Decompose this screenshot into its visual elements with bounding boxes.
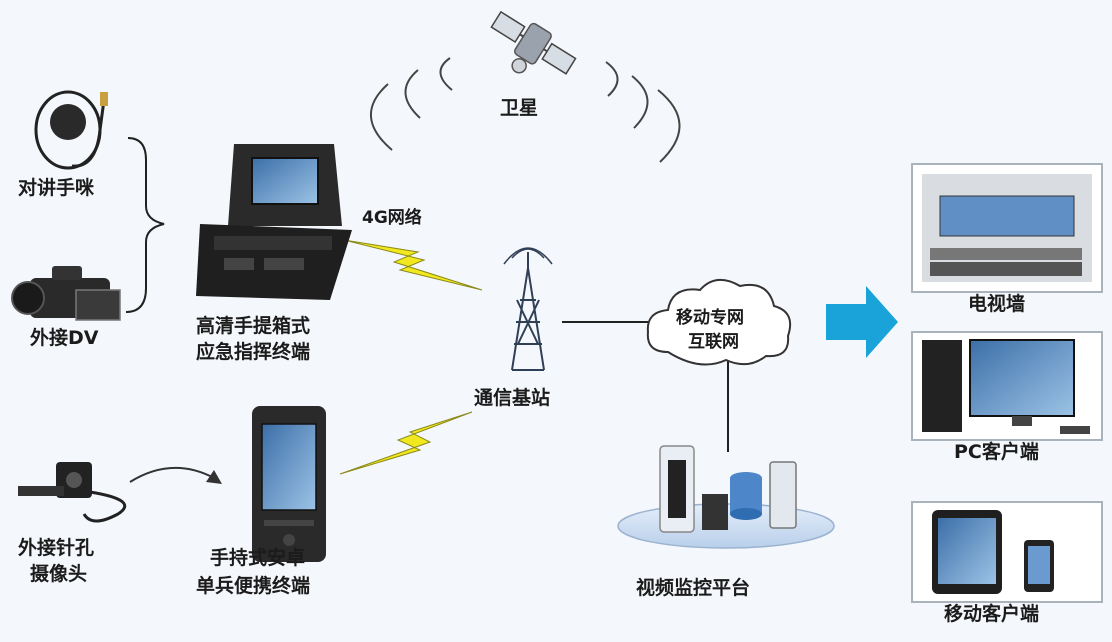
satellite-icon [490,10,577,75]
satellite-signal-waves [370,57,681,163]
satellite-label: 卫星 [500,97,539,119]
network-cloud [646,279,792,366]
pinhole-camera-icon [18,462,126,523]
mobile-client-icon [911,501,1103,603]
base-station-tower-icon [503,247,553,371]
pc-client-label: PC客户端 [954,441,1039,463]
handheld-terminal-icon [252,406,326,562]
lightning-handheld-icon [339,411,473,475]
pinhole-label-line2: 摄像头 [30,563,88,585]
lightning-4g-icon [343,239,483,291]
handheld-label-line2: 单兵便携终端 [196,575,311,597]
pinhole-to-handheld-arrow [129,467,222,484]
case-terminal-label-line2: 应急指挥终端 [196,341,311,363]
base-station-label: 通信基站 [474,387,551,409]
pc-client-icon [911,331,1103,441]
blue-output-arrow [826,286,898,358]
connection-lines [562,321,729,452]
video-platform-icon [617,445,835,549]
case-terminal-icon [196,144,352,300]
case-terminal-label-line1: 高清手提箱式 [196,315,311,337]
dv-camera-icon [11,266,121,321]
mobile-client-label: 移动客户端 [944,603,1040,625]
network-4g-label: 4G网络 [362,208,422,228]
cloud-label-line1: 移动专网 [676,308,744,328]
walkie-mic-icon [34,90,108,170]
device-group-brace [125,137,165,313]
pinhole-label-line1: 外接针孔 [18,537,95,559]
handheld-label-line1: 手持式安卓 [210,547,306,569]
walkie-mic-label: 对讲手咪 [18,177,95,199]
video-wall-icon [911,163,1103,293]
cloud-label-line2: 互联网 [688,332,739,352]
external-dv-label: 外接DV [30,327,99,349]
video-platform-label: 视频监控平台 [636,577,751,599]
video-wall-label: 电视墙 [968,293,1026,315]
